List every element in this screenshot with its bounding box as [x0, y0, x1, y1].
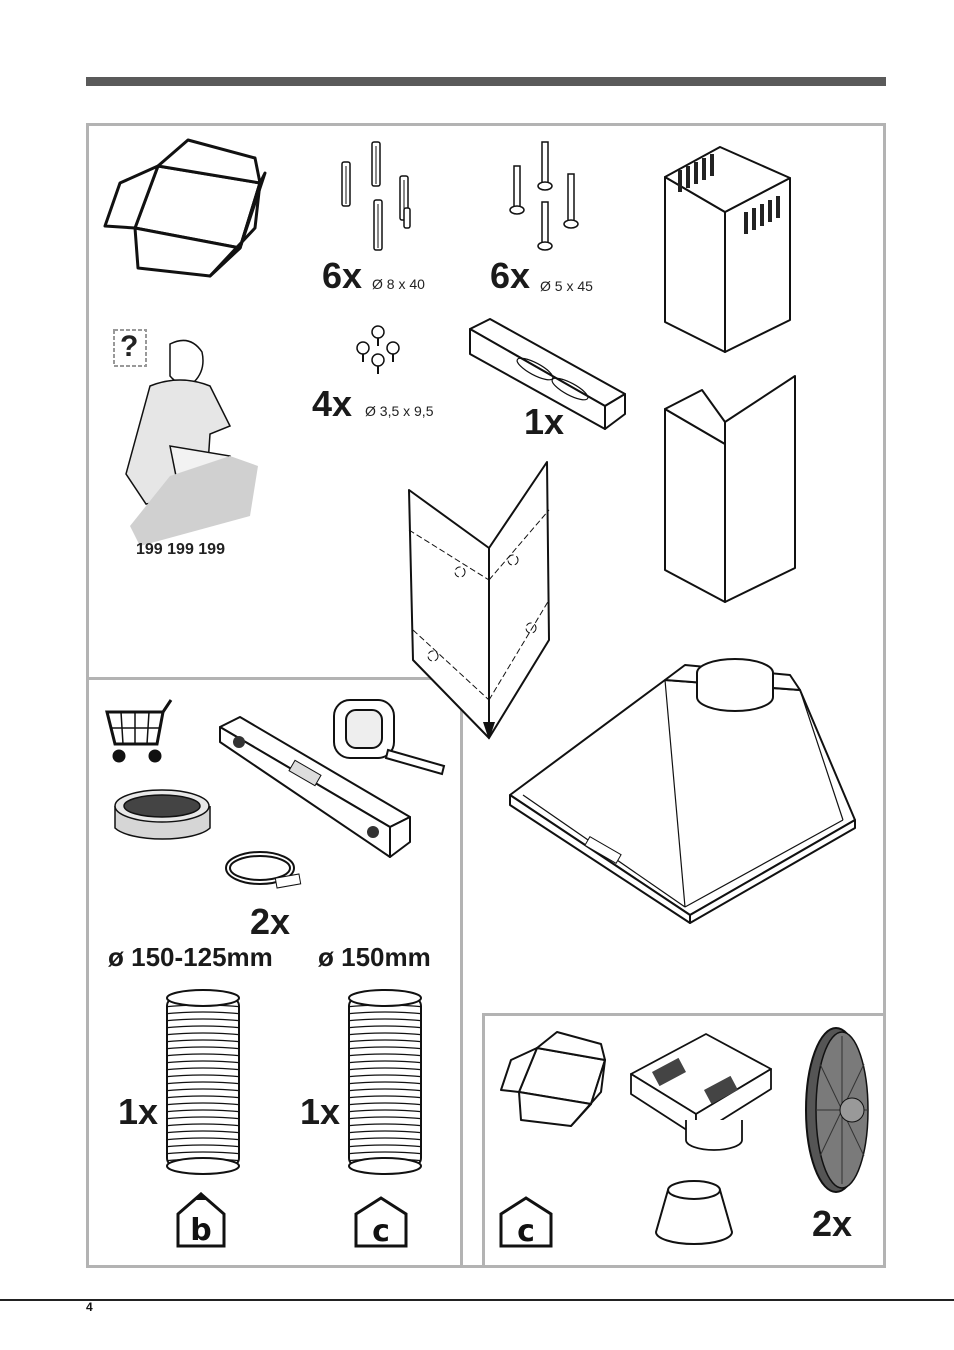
adhesive-tape-roll-icon	[114, 789, 211, 840]
wall-plugs-quantity: 6x	[322, 255, 363, 296]
hose-clamp-icon	[225, 851, 302, 889]
duct-diameter-right: ø 150mm	[318, 942, 431, 972]
recirculation-mode-c-letter: c	[372, 1214, 390, 1249]
small-screws-icon	[356, 325, 400, 374]
drilling-template-icon	[408, 461, 550, 740]
long-screws-icon	[509, 141, 579, 251]
main-frame	[86, 123, 886, 1268]
header-rule	[86, 77, 886, 86]
shopping-cart-icon	[105, 699, 173, 763]
carbon-filter-icon	[805, 1027, 869, 1193]
exhaust-mode-b-icon: b	[176, 1192, 226, 1248]
wall-plugs-icon	[341, 141, 411, 251]
clamps-quantity: 2x	[250, 901, 291, 942]
recirculation-kit-mode-c-letter: c	[517, 1214, 535, 1249]
recirculation-kit-box-icon	[500, 1031, 606, 1127]
chimney-upper-section-icon	[664, 146, 791, 353]
package-box-icon	[103, 138, 267, 278]
cooker-hood-icon	[509, 658, 856, 924]
air-deflector-icon	[630, 1033, 772, 1151]
filters-quantity: 2x	[812, 1203, 853, 1244]
chimney-lower-section-icon	[664, 375, 796, 603]
flexible-duct-right-icon	[348, 989, 422, 1175]
panel-divider-left-vertical	[460, 677, 463, 1267]
duct-left-quantity: 1x	[118, 1091, 159, 1132]
page-number: 4	[86, 1300, 93, 1314]
tape-measure-icon	[333, 699, 446, 776]
bracket-quantity: 1x	[524, 401, 565, 442]
panel-divider-right-top	[482, 1013, 884, 1016]
duct-diameter-left: ø 150-125mm	[108, 942, 273, 972]
long-screws-size: Ø 5 x 45	[540, 278, 593, 294]
duct-right-quantity: 1x	[300, 1091, 341, 1132]
panel-divider-left-top	[89, 677, 463, 680]
panel-divider-right-vertical	[482, 1013, 485, 1267]
wall-bracket-icon	[469, 318, 626, 430]
long-screws-quantity: 6x	[490, 255, 531, 296]
footer-rule	[0, 1299, 954, 1301]
recirculation-mode-c-icon: c	[354, 1196, 408, 1249]
help-question-mark: ?	[120, 330, 139, 363]
spirit-level-icon	[219, 716, 411, 858]
flexible-duct-left-icon	[166, 989, 240, 1175]
wall-plugs-size: Ø 8 x 40	[372, 276, 425, 292]
small-screws-quantity: 4x	[312, 383, 353, 424]
exhaust-mode-b-letter: b	[190, 1213, 211, 1248]
customer-service-person-icon	[113, 329, 258, 546]
duct-reduction-ring-icon	[654, 1180, 734, 1245]
help-phone-number: 199 199 199	[136, 541, 225, 558]
small-screws-size: Ø 3,5 x 9,5	[365, 403, 434, 419]
recirculation-kit-mode-c-icon: c	[499, 1196, 553, 1249]
